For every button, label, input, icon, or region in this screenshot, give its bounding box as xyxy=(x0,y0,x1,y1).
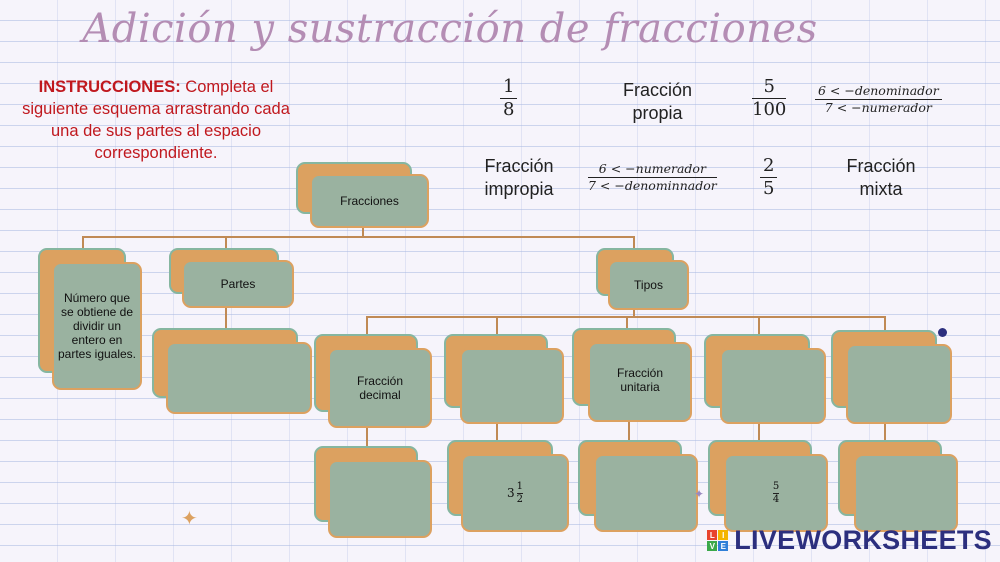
option-line: Fracción xyxy=(622,80,693,100)
connector-line xyxy=(366,425,368,449)
instructions-label: INSTRUCCIONES: xyxy=(38,78,181,96)
drop-zone[interactable] xyxy=(838,440,958,532)
page-title: Adición y sustracción de fracciones xyxy=(82,6,818,52)
drop-zone[interactable] xyxy=(831,330,952,424)
numerator: 6 < −denominador xyxy=(818,83,939,98)
whole-part: 3 xyxy=(506,486,515,500)
drop-zone[interactable] xyxy=(704,334,826,424)
connector-line xyxy=(366,316,368,338)
option-line: Fracción xyxy=(846,156,916,176)
option-fraccion-mixta[interactable]: Fracción mixta xyxy=(835,155,927,201)
node-fraccion-decimal: Fracción decimal xyxy=(314,334,432,428)
denominator: 2 xyxy=(516,493,523,505)
denominator: 4 xyxy=(772,493,780,505)
option-line: Fracción xyxy=(484,156,554,176)
denominator: 7 < −numerador xyxy=(824,100,932,116)
numerator: 2 xyxy=(763,155,775,176)
option-line: propia xyxy=(632,103,683,123)
node-label: Número que se obtiene de dividir un ente… xyxy=(52,262,142,390)
option-fraccion-propia[interactable]: Fracción propia xyxy=(610,79,705,125)
node-partes: Partes xyxy=(169,248,294,308)
liveworksheets-logo: L I V E LIVEWORKSHEETS xyxy=(707,525,992,556)
node-label: Partes xyxy=(182,260,294,308)
live-badge-icon: L I V E xyxy=(707,530,729,551)
connector-line xyxy=(496,316,498,338)
denominator: 5 xyxy=(763,178,775,200)
node-label: Fracción decimal xyxy=(328,348,432,428)
option-line: impropia xyxy=(484,179,554,199)
option-line: mixta xyxy=(859,179,903,199)
drop-zone[interactable] xyxy=(444,334,564,424)
node-fraccion-unitaria: Fracción unitaria xyxy=(572,328,692,424)
drop-zone[interactable] xyxy=(578,440,698,532)
connector-line xyxy=(82,236,84,254)
instructions-text: Completa el siguiente esquema arrastrand… xyxy=(22,78,290,162)
denominator: 8 xyxy=(503,99,515,121)
connector-line xyxy=(366,316,884,318)
connector-line xyxy=(633,236,635,250)
connector-line xyxy=(626,316,628,330)
numerator: 1 xyxy=(503,76,515,97)
option-fraccion-impropia[interactable]: Fracción impropia xyxy=(470,155,568,201)
dot-decoration xyxy=(938,328,947,337)
numerator: 5 xyxy=(763,76,775,97)
instructions: INSTRUCCIONES: Completa el siguiente esq… xyxy=(14,76,298,164)
node-label: Tipos xyxy=(608,260,689,310)
connector-line xyxy=(628,420,630,442)
denominator: 100 xyxy=(752,99,787,121)
brand-name: LIVEWORKSHEETS xyxy=(734,525,992,555)
node-label: Fracción unitaria xyxy=(588,342,692,422)
connector-line xyxy=(225,306,227,334)
connector-line xyxy=(225,236,227,254)
node-tipos: Tipos xyxy=(596,248,689,310)
node-fracciones: Fracciones xyxy=(296,162,429,228)
connector-line xyxy=(758,420,760,442)
numerator: 5 xyxy=(772,480,780,492)
sparkle-icon: ✦ xyxy=(694,487,705,501)
drop-zone[interactable] xyxy=(314,446,432,538)
numerator: 6 < −numerador xyxy=(598,161,706,176)
sparkle-icon: ✦ xyxy=(181,508,198,530)
connector-line xyxy=(884,316,886,334)
connector-line xyxy=(758,316,760,336)
node-label: Fracciones xyxy=(310,174,429,228)
denominator: 7 < −denominnador xyxy=(588,178,717,194)
drop-zone-partes[interactable] xyxy=(152,328,312,414)
option-fraction-num-den[interactable]: 6 < −numerador 7 < −denominnador xyxy=(588,160,717,194)
connector-line xyxy=(496,420,498,442)
connector-line xyxy=(362,227,364,237)
numerator: 1 xyxy=(516,480,523,492)
connector-line xyxy=(82,236,635,238)
option-fraction-den-num[interactable]: 6 < −denominador 7 < −numerador xyxy=(815,82,942,116)
node-definicion: Número que se obtiene de dividir un ente… xyxy=(38,248,142,390)
connector-line xyxy=(884,420,886,442)
